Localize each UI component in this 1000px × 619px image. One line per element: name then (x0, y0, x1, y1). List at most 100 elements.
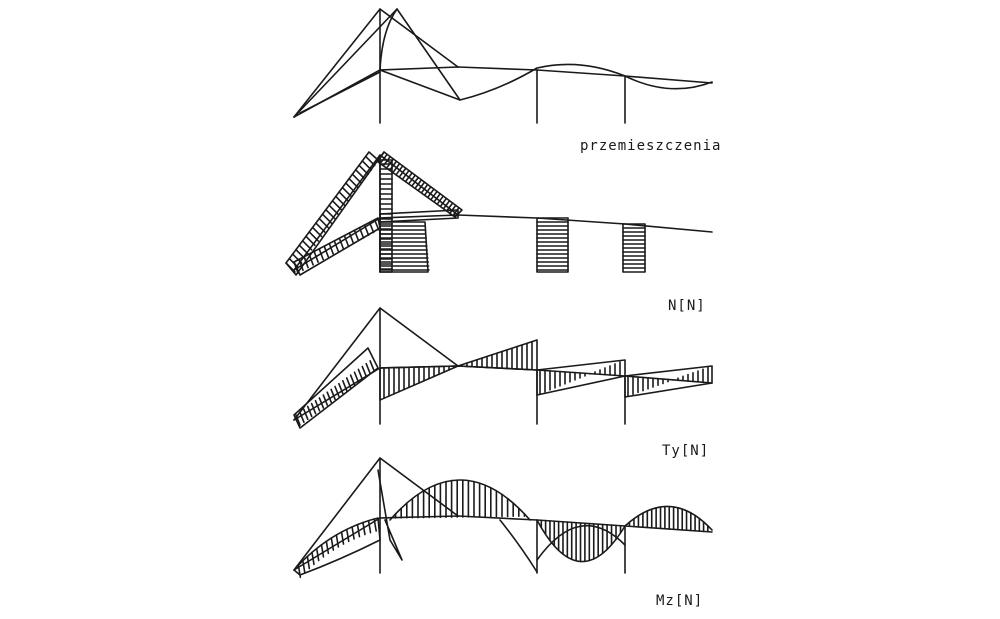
hatch-line (325, 540, 330, 555)
hatch-line (306, 405, 313, 418)
hatch-line (297, 564, 302, 579)
panel-label-displacement: przemieszczenia (580, 138, 722, 154)
hatch-line (334, 385, 340, 398)
hatch-line (358, 226, 365, 239)
hatch-line (305, 235, 316, 247)
hatch-line (408, 174, 417, 184)
hatch-line (380, 153, 388, 164)
hatch-line (427, 188, 435, 198)
beam-undeformed (379, 66, 713, 84)
hatch-line (373, 218, 380, 231)
hatch-line (383, 155, 392, 166)
hatch-line (345, 528, 350, 543)
hatch-line (302, 408, 309, 421)
hatch-line (328, 204, 339, 216)
hatch-line (436, 195, 445, 205)
hatch-line (345, 377, 352, 389)
hatch-line (414, 179, 423, 189)
hatch-line (313, 250, 319, 264)
deformed-beam (379, 63, 713, 101)
hatch-line (442, 199, 451, 210)
hatch-line (353, 229, 360, 242)
hatch-line (365, 362, 372, 375)
hatch-line (311, 551, 315, 566)
hatch-line (341, 186, 353, 198)
hatch-line (314, 399, 321, 412)
hatch-line (322, 394, 329, 406)
hatching (295, 340, 709, 426)
hatch-line (389, 160, 398, 171)
hatch-line (338, 382, 344, 395)
hatch-line (315, 222, 326, 233)
hatch-line (326, 391, 333, 404)
hatch-line (369, 360, 375, 372)
shear-span-3 (624, 365, 713, 398)
hatch-line (338, 191, 349, 202)
hatch-line (303, 255, 309, 269)
hatch-line (411, 176, 420, 187)
bending-moment-diagram (293, 457, 713, 579)
hatch-line (364, 155, 376, 167)
hatch-line (293, 261, 299, 274)
deformed-shape (293, 8, 461, 118)
hatch-line (349, 374, 356, 386)
hatch-line (334, 195, 346, 207)
hatch-line (353, 371, 360, 384)
hatch-line (333, 240, 340, 253)
hatch-line (373, 518, 377, 532)
hatch-line (330, 388, 336, 401)
hatch-line (361, 365, 368, 378)
hatch-line (335, 534, 340, 548)
panel-label-shear-force: Ty[N] (662, 443, 710, 459)
hatch-line (301, 240, 313, 251)
moment-column (377, 469, 403, 561)
structure-outline (293, 8, 459, 118)
deformed-brace (299, 71, 381, 114)
displacement-diagram (293, 8, 713, 124)
hatch-line (392, 162, 401, 173)
hatch-line (344, 182, 356, 193)
hatch-line (417, 181, 426, 191)
hatch-line (348, 177, 359, 189)
hatch-line (351, 173, 363, 184)
hatch-line (318, 248, 325, 261)
hatch-line (445, 202, 454, 212)
hatch-line (330, 537, 335, 551)
hatch-line (340, 531, 345, 545)
hatch-line (325, 208, 336, 220)
hatch-line (315, 547, 320, 562)
structure-outline (293, 154, 459, 271)
hatch-line (386, 158, 395, 168)
hatch-line (308, 253, 314, 266)
moment-sag-1 (499, 519, 538, 573)
hatch-line (298, 258, 304, 272)
hatch-line (357, 368, 364, 381)
hatch-line (295, 414, 301, 426)
hatch-line (358, 164, 369, 176)
panel-label-normal-force: N[N] (668, 298, 706, 314)
hatch-line (362, 521, 366, 536)
brace (293, 517, 381, 571)
hatch-line (367, 519, 372, 534)
hatch-line (356, 523, 361, 538)
moment-brace (293, 517, 381, 576)
column-main-band-2 (379, 221, 429, 273)
hatching (297, 479, 709, 579)
hatch-line (430, 190, 438, 201)
hatch-line (423, 186, 432, 196)
hatch-line (299, 411, 305, 423)
panel-label-bending-moment: Mz[N] (656, 593, 704, 609)
moment-span-1 (389, 479, 531, 521)
hatch-line (310, 402, 317, 415)
structure-outline (293, 457, 459, 571)
hatch-line (433, 192, 441, 203)
hatch-line (302, 560, 306, 574)
hatch-line (331, 200, 343, 211)
hatch-line (321, 213, 333, 224)
hatch-line (328, 242, 335, 255)
hatch-line (452, 206, 460, 217)
deformed-column (379, 8, 398, 71)
hatch-line (368, 221, 375, 234)
hatch-line (323, 245, 330, 258)
